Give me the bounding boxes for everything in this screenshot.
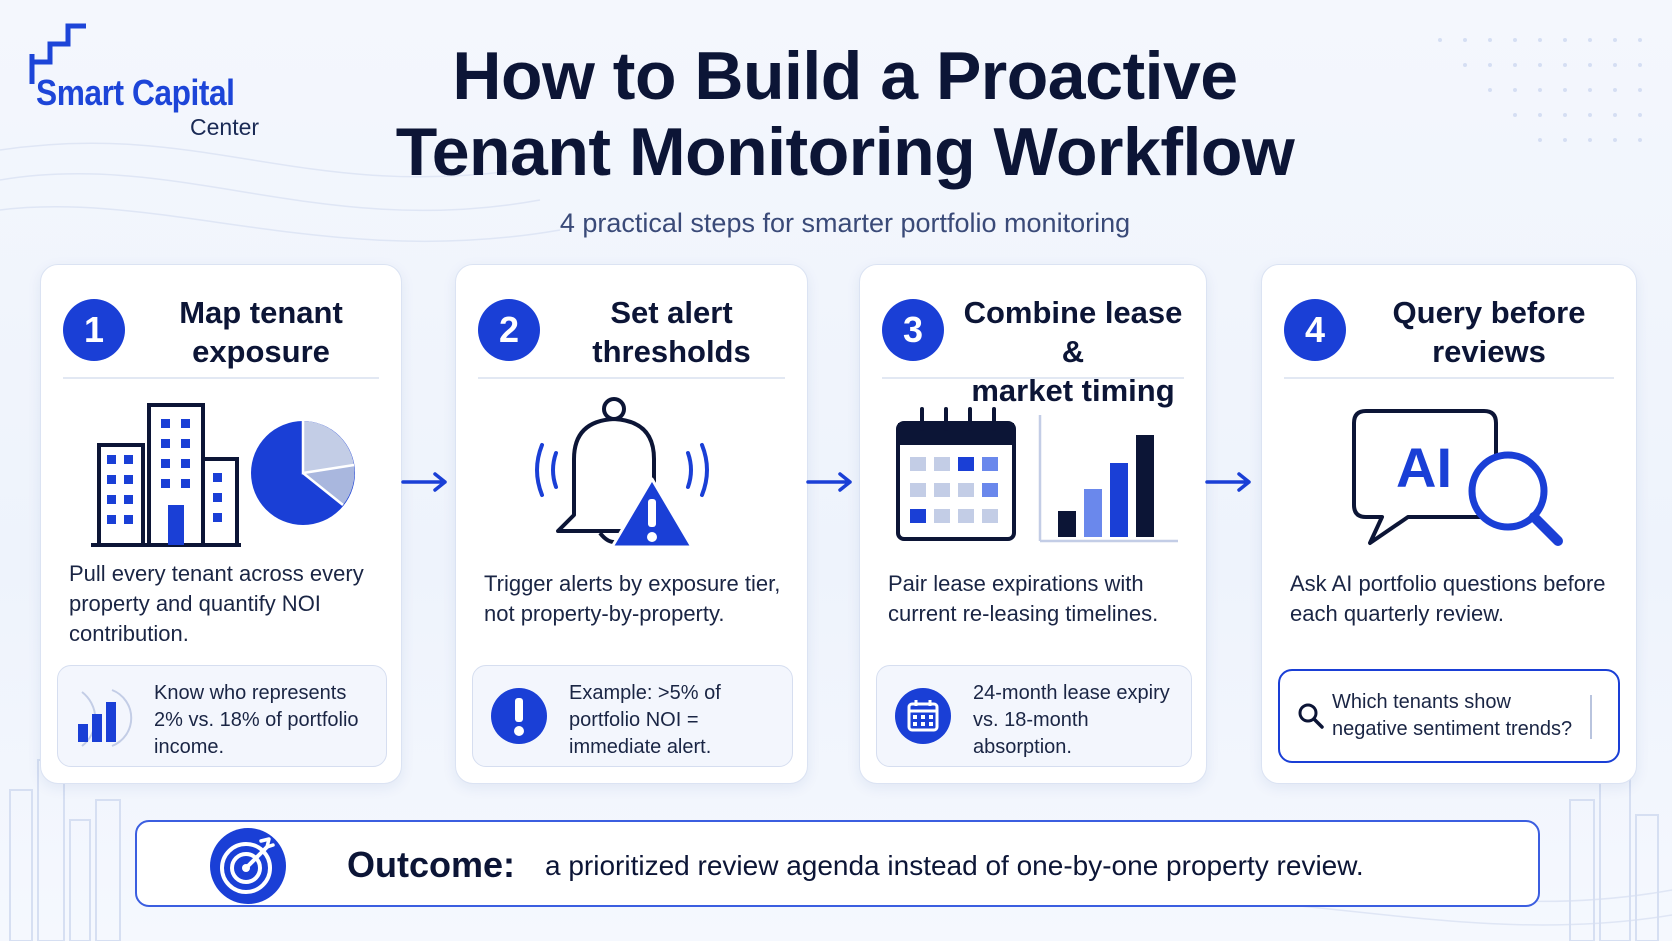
calendar-icon bbox=[896, 407, 1016, 541]
buildings-pie-illustration bbox=[91, 403, 355, 547]
step-header: 3 Combine lease & market timing bbox=[882, 287, 1184, 408]
step-description: Pair lease expirations with current re-l… bbox=[888, 571, 1159, 626]
step-card-4: 4 Query before reviews AI Ask AI portfol… bbox=[1261, 264, 1637, 784]
calendar-bars-illustration bbox=[896, 407, 1178, 543]
step-number: 3 bbox=[882, 299, 944, 361]
bell-alert-icon bbox=[535, 397, 709, 549]
step-description: Ask AI portfolio questions before each q… bbox=[1290, 571, 1606, 626]
brand-logo: Smart Capital Center bbox=[28, 22, 268, 140]
step-tip: 24-month lease expiry vs. 18-month absor… bbox=[876, 665, 1192, 767]
step-header: 2 Set alert thresholds bbox=[478, 287, 785, 379]
step-header: 4 Query before reviews bbox=[1284, 287, 1614, 379]
step-tip: Know who represents 2% vs. 18% of portfo… bbox=[57, 665, 387, 767]
outcome-text: a prioritized review agenda instead of o… bbox=[545, 850, 1364, 881]
ai-label: AI bbox=[1396, 436, 1452, 499]
exclamation-icon bbox=[491, 688, 547, 744]
calendar-small-icon bbox=[895, 688, 951, 744]
step-header: 1 Map tenant exposure bbox=[63, 287, 379, 379]
bar-chart-icon bbox=[1038, 415, 1178, 543]
query-input[interactable]: Which tenants show negative sentiment tr… bbox=[1278, 669, 1620, 763]
bar-chart-icon bbox=[78, 689, 133, 747]
pie-chart-icon bbox=[251, 421, 355, 525]
brand-sub: Center bbox=[190, 114, 260, 140]
step-title: Combine lease & market timing bbox=[963, 295, 1183, 408]
step-number: 4 bbox=[1284, 299, 1346, 361]
step-number: 1 bbox=[63, 299, 125, 361]
search-icon bbox=[1298, 703, 1324, 729]
step-card-3: 3 Combine lease & market timing bbox=[859, 264, 1207, 784]
logo-mark-icon bbox=[29, 23, 86, 84]
page-title: How to Build a Proactive Tenant Monitori… bbox=[260, 38, 1430, 190]
text-cursor bbox=[1590, 695, 1592, 739]
flow-arrow-icon bbox=[1205, 472, 1251, 492]
outcome-label: Outcome: bbox=[347, 844, 516, 885]
tip-text: Example: >5% of portfolio NOI = immediat… bbox=[569, 682, 721, 758]
step-title: Query before reviews bbox=[1392, 295, 1586, 369]
step-card-2: 2 Set alert thresholds Trigger alerts by… bbox=[455, 264, 808, 784]
tip-text: 24-month lease expiry vs. 18-month absor… bbox=[973, 682, 1170, 758]
buildings-icon bbox=[91, 403, 241, 547]
step-title: Map tenant exposure bbox=[179, 295, 343, 369]
outcome-banner: Outcome: a prioritized review agenda ins… bbox=[135, 820, 1540, 907]
query-text: Which tenants show negative sentiment tr… bbox=[1332, 691, 1573, 740]
brand-name: Smart Capital bbox=[36, 72, 235, 113]
step-description: Trigger alerts by exposure tier, not pro… bbox=[484, 571, 781, 626]
tip-text: Know who represents 2% vs. 18% of portfo… bbox=[154, 682, 359, 758]
step-number: 2 bbox=[478, 299, 540, 361]
flow-arrow-icon bbox=[401, 472, 447, 492]
step-description: Pull every tenant across every property … bbox=[69, 561, 364, 646]
page-subtitle: 4 practical steps for smarter portfolio … bbox=[559, 208, 1131, 238]
title-line-1: How to Build a Proactive bbox=[452, 38, 1238, 114]
step-title: Set alert thresholds bbox=[592, 295, 751, 369]
step-card-1: 1 Map tenant exposure bbox=[40, 264, 402, 784]
step-tip: Example: >5% of portfolio NOI = immediat… bbox=[472, 665, 793, 767]
flow-arrow-icon bbox=[806, 472, 852, 492]
title-line-2: Tenant Monitoring Workflow bbox=[395, 114, 1295, 190]
ai-chat-search-icon: AI bbox=[1352, 409, 1563, 546]
target-icon bbox=[210, 828, 286, 904]
